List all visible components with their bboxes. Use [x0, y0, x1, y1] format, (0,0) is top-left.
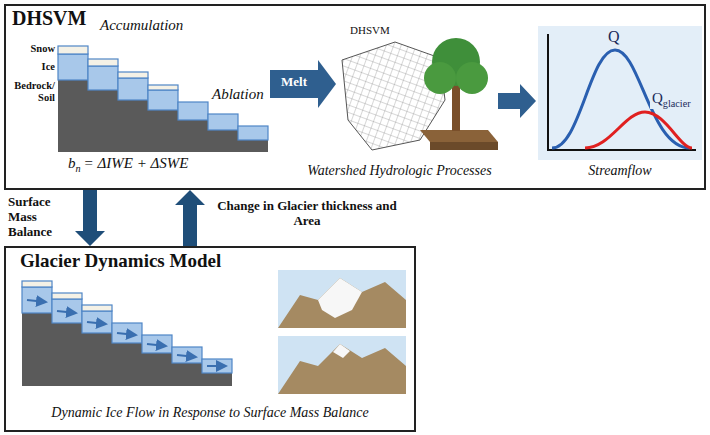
layer-label: Ice	[10, 61, 55, 73]
zone-label: Accumulation	[100, 17, 210, 34]
arrow-label: Melt	[270, 75, 318, 90]
equation-term: = ΔIWE + ΔSWE	[84, 155, 189, 171]
arrow-label: Surface Mass Balance	[8, 195, 68, 240]
zone-label: Ablation	[212, 86, 282, 103]
panel-caption: Streamflow	[560, 163, 680, 179]
panel-caption: Watershed Hydrologic Processes	[292, 163, 507, 179]
box-title: DHSVM	[12, 7, 86, 30]
series-label: Q	[652, 90, 663, 106]
equation-subscript: n	[76, 163, 81, 174]
flow-arrow	[498, 84, 536, 118]
glacier-landscape	[278, 270, 406, 394]
layer-label: Bedrock/ Soil	[8, 80, 55, 104]
model-box: Glacier Dynamics Model	[4, 246, 416, 432]
hydrograph	[538, 26, 702, 160]
glacier-flow-staircase	[22, 281, 232, 386]
series-subscript: glacier	[663, 98, 691, 109]
text-group: bn= ΔIWE + ΔSWE	[68, 155, 189, 174]
box-title: Glacier Dynamics Model	[20, 250, 221, 272]
text-group: Qglacier	[650, 90, 696, 109]
melt-arrow	[270, 60, 336, 108]
block-arrow	[175, 190, 205, 246]
layer-label: Snow	[10, 43, 55, 55]
block-arrow	[75, 190, 105, 246]
arrow-label: Change in Glacier thickness and Area	[212, 199, 402, 229]
panel-caption: Dynamic Ice Flow in Response to Surface …	[10, 405, 410, 421]
watershed-mesh	[342, 38, 498, 150]
series-label: Q	[608, 28, 628, 46]
equation-term: b	[68, 155, 76, 171]
model-label: DHSVM	[350, 24, 400, 37]
